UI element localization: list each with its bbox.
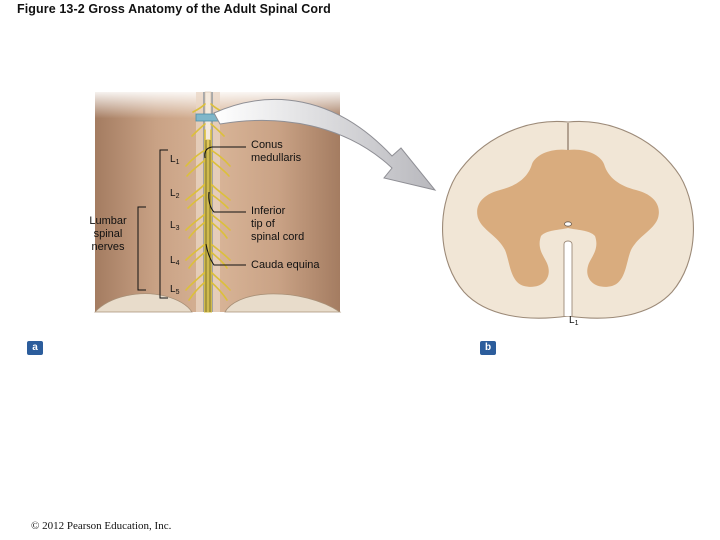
vertebra-label-l4: L4 bbox=[170, 255, 179, 267]
copyright-notice: © 2012 Pearson Education, Inc. bbox=[31, 520, 172, 532]
lumbar-bracket bbox=[137, 206, 146, 291]
label-line: Conus bbox=[251, 139, 283, 151]
panel-a-tag: a bbox=[27, 341, 43, 355]
figure-title: Figure 13-2 Gross Anatomy of the Adult S… bbox=[17, 2, 331, 16]
label-line: tip of bbox=[251, 218, 275, 230]
vertebra-letter: L bbox=[170, 220, 176, 231]
vertebra-label-l5: L5 bbox=[170, 284, 179, 296]
vertebra-label-l2: L2 bbox=[170, 188, 179, 200]
cauda-equina-nerves bbox=[185, 103, 231, 313]
vertebra-letter: L bbox=[170, 284, 176, 295]
vertebra-number: 1 bbox=[175, 159, 180, 166]
section-level-label: L1 bbox=[569, 315, 578, 327]
vertebra-number: 3 bbox=[175, 225, 180, 232]
label-line: spinal bbox=[93, 228, 123, 240]
inferior-tip-label: Inferior tip of spinal cord bbox=[251, 205, 304, 244]
vertebra-letter: L bbox=[170, 188, 176, 199]
label-line: medullaris bbox=[251, 152, 302, 164]
vertebra-number: 2 bbox=[175, 193, 180, 200]
vertebra-label-l1: L1 bbox=[170, 154, 179, 166]
vertebra-number: 4 bbox=[175, 260, 180, 267]
nerve-accents bbox=[205, 140, 211, 312]
vertebra-letter: L bbox=[170, 154, 176, 165]
lumbar-spinal-nerves-label: Lumbar spinal nerves bbox=[82, 215, 134, 254]
spinal-cord-cross-section bbox=[442, 120, 694, 319]
vertebra-number: 5 bbox=[175, 289, 180, 296]
curved-arrow bbox=[213, 98, 437, 191]
leader-lines bbox=[204, 146, 246, 266]
label-line: Inferior bbox=[251, 205, 286, 217]
vertebral-level-bracket bbox=[159, 149, 168, 299]
cauda-equina-label: Cauda equina bbox=[251, 259, 320, 271]
vertebra-number: 1 bbox=[574, 320, 579, 327]
conus-medullaris-label: Conus medullaris bbox=[251, 139, 301, 165]
label-line: Lumbar bbox=[89, 215, 127, 227]
back-illustration bbox=[94, 91, 342, 313]
panel-b-tag: b bbox=[480, 341, 496, 355]
vertebra-label-l3: L3 bbox=[170, 220, 179, 232]
vertebra-letter: L bbox=[170, 255, 176, 266]
label-line: spinal cord bbox=[251, 231, 305, 243]
label-line: nerves bbox=[91, 241, 125, 253]
vertebra-letter: L bbox=[569, 315, 575, 326]
